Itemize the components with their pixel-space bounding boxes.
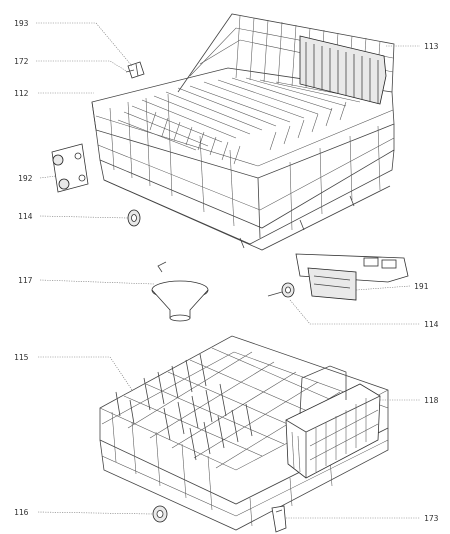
- callout-172: 172: [14, 57, 29, 66]
- rack-stopper: [271, 505, 287, 533]
- callout-192: 192: [18, 174, 33, 183]
- rack-wheel-mid: [267, 282, 295, 298]
- callout-115: 115: [14, 353, 29, 362]
- rack-wheel-upper: [127, 209, 141, 227]
- cup-shelf-comb: [299, 35, 387, 105]
- rack-clip: [125, 61, 145, 79]
- callout-112: 112: [14, 89, 29, 98]
- callout-116: 116: [14, 508, 29, 517]
- upper-rack: [91, 13, 395, 251]
- roller-bracket: [51, 143, 89, 193]
- leader-lines: [36, 22, 420, 519]
- callout-113: 113: [424, 42, 439, 51]
- spray-funnel: [151, 261, 209, 322]
- callout-117: 117: [18, 276, 33, 285]
- callout-114-mid: 114: [424, 320, 439, 329]
- callout-193: 193: [14, 19, 29, 28]
- callout-labels: 193 172 112 113 192 114 117 191 114 115 …: [14, 19, 439, 523]
- callout-191: 191: [414, 282, 429, 291]
- rack-rail-assembly: [295, 253, 409, 301]
- callout-118: 118: [424, 396, 439, 405]
- callout-173: 173: [424, 514, 439, 523]
- cutlery-basket: [285, 365, 381, 479]
- callout-114-upper: 114: [18, 212, 33, 221]
- rack-wheel-lower: [152, 505, 168, 523]
